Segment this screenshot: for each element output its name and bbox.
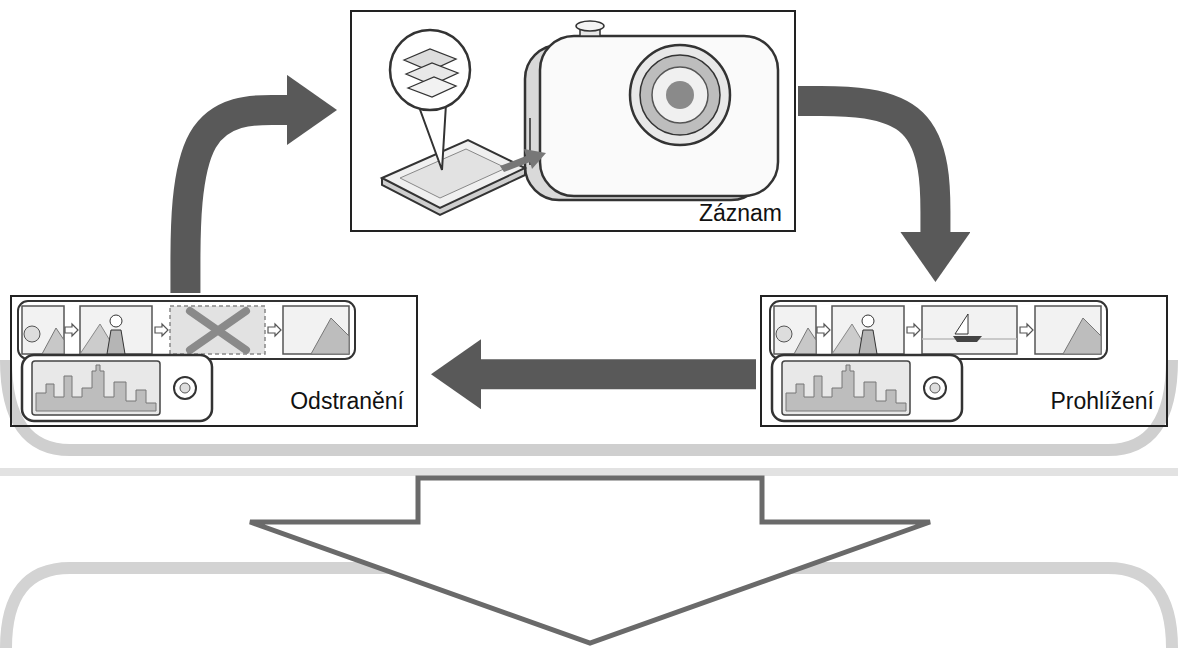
photo-frame <box>80 306 152 354</box>
lens-barrel <box>640 55 720 135</box>
photo-frame <box>922 306 1017 354</box>
lens-glass <box>652 67 708 123</box>
callout-tail <box>418 104 446 170</box>
camera-body <box>540 36 778 196</box>
lens-center <box>666 81 694 109</box>
photo-frame <box>22 306 64 354</box>
viewer-device <box>772 355 962 421</box>
text-group: Prohlížení <box>1050 388 1154 415</box>
text-group: Odstranění <box>290 388 404 415</box>
step-label: Prohlížení <box>1050 388 1154 415</box>
delete-cross <box>190 311 246 350</box>
cycle-arrow <box>185 110 289 293</box>
lens-ring <box>630 45 730 145</box>
shutter-button <box>576 21 604 31</box>
magnifier-callout <box>390 30 470 110</box>
photo-frame <box>1035 306 1101 354</box>
strip-outline <box>18 301 355 359</box>
step-box: Prohlížení <box>760 295 1168 427</box>
text-group: Záznam <box>699 200 782 227</box>
step-label: Odstranění <box>290 388 404 415</box>
small-arrow <box>817 324 830 336</box>
small-arrow <box>268 324 281 336</box>
viewer-device <box>22 355 212 421</box>
photo-frame <box>832 306 904 354</box>
step-box: Záznam <box>350 10 796 232</box>
photo-frame <box>283 306 349 354</box>
deleted-frame <box>170 306 265 354</box>
cycle-arrow <box>479 359 756 389</box>
strip-outline <box>770 301 1107 359</box>
cycle-arrow <box>798 101 935 234</box>
down-arrow <box>250 478 930 643</box>
memory-card <box>382 140 525 208</box>
stacked-photo <box>408 77 456 97</box>
step-box: Odstranění <box>10 295 418 427</box>
insert-arrow <box>500 149 546 172</box>
small-arrow <box>65 324 78 336</box>
photo-frame <box>774 306 816 354</box>
step-label: Záznam <box>699 200 782 227</box>
small-arrow <box>1020 324 1033 336</box>
card-label <box>400 149 506 198</box>
small-arrow <box>907 324 920 336</box>
small-arrow <box>155 324 168 336</box>
upper-band-inner <box>0 468 1178 476</box>
